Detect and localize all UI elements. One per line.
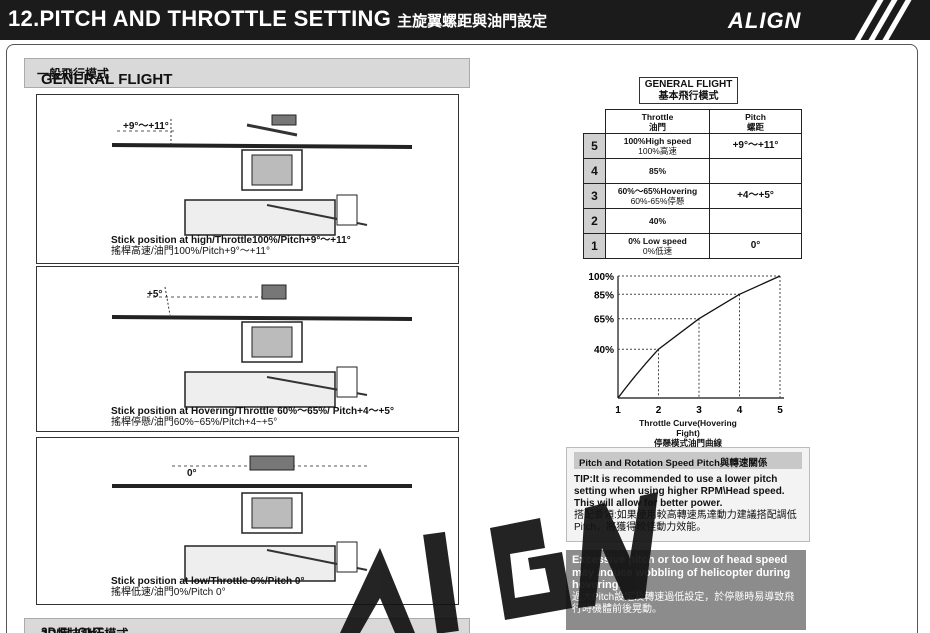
caption-low: Stick position at low/Throttle 0%/Pitch … <box>111 576 305 598</box>
throttle-cell: 85% <box>605 158 710 184</box>
table-title: GENERAL FLIGHT 基本飛行模式 <box>639 77 738 104</box>
x-tick-label: 5 <box>777 405 783 416</box>
illustration-panel-hover: +5° <box>36 266 459 432</box>
table-corner <box>583 109 606 134</box>
row-number: 5 <box>583 133 606 159</box>
page-title: 12.PITCH AND THROTTLE SETTING 主旋翼螺距與油門設定 <box>8 6 547 32</box>
caption-high: Stick position at high/Throttle100%/Pitc… <box>111 235 351 257</box>
y-tick-label: 65% <box>594 315 614 326</box>
helicopter-low-icon <box>112 455 412 582</box>
page-title-en: 12.PITCH AND THROTTLE SETTING <box>8 6 392 31</box>
y-tick-label: 85% <box>594 290 614 301</box>
pitch-cell: +4～+5° <box>709 183 802 209</box>
page-title-zh: 主旋翼螺距與油門設定 <box>397 13 548 30</box>
table-row: 4 85% <box>583 158 802 184</box>
x-tick-label: 4 <box>737 405 743 416</box>
pitch-cell: +9°～+11° <box>709 133 802 159</box>
x-axis-label: Throttle Curve(Hovering Fight) <box>639 418 737 438</box>
x-tick-label: 3 <box>696 405 702 416</box>
caption-hover: Stick position at Hovering/Throttle 60%～… <box>111 406 394 428</box>
throttle-curve-line <box>617 275 781 399</box>
row-number: 2 <box>583 208 606 234</box>
helicopter-hover-icon <box>111 284 413 408</box>
pitch-cell: 0° <box>709 233 802 259</box>
pitch-cell <box>709 158 802 184</box>
content-frame <box>6 44 918 633</box>
illustration-panel-high: +9°～+11° <box>36 94 459 264</box>
warning-box: Excessive pitch or too low of head speed… <box>566 550 806 630</box>
throttle-cell: 40% <box>605 208 710 234</box>
x-tick-label: 2 <box>656 405 662 416</box>
brand-logo: ALIGN <box>728 8 802 33</box>
throttle-curve-chart: 1 2 3 4 5 100% 85% 65% 40% <box>588 272 784 416</box>
x-axis-label-zh: 停懸模式油門曲線 <box>653 438 722 448</box>
helicopter-high-icon <box>111 114 413 236</box>
curve-caption: Throttle Curve(Hovering Fight) 停懸模式油門曲線 <box>633 418 743 448</box>
y-tick-label: 100% <box>588 272 614 283</box>
x-tick-label: 1 <box>615 405 621 416</box>
tip-header: Pitch and Rotation Speed Pitch與轉速關係 <box>574 452 802 469</box>
watermark-icon <box>340 492 658 633</box>
pitch-label: +5° <box>147 289 163 300</box>
table-row: 2 40% <box>583 208 802 234</box>
row-number: 1 <box>583 233 606 259</box>
y-tick-label: 40% <box>594 345 614 356</box>
pitch-label: +9°～+11° <box>123 121 169 132</box>
pitch-cell <box>709 208 802 234</box>
pitch-label: 0° <box>187 468 197 479</box>
row-number: 4 <box>583 158 606 184</box>
row-number: 3 <box>583 183 606 209</box>
